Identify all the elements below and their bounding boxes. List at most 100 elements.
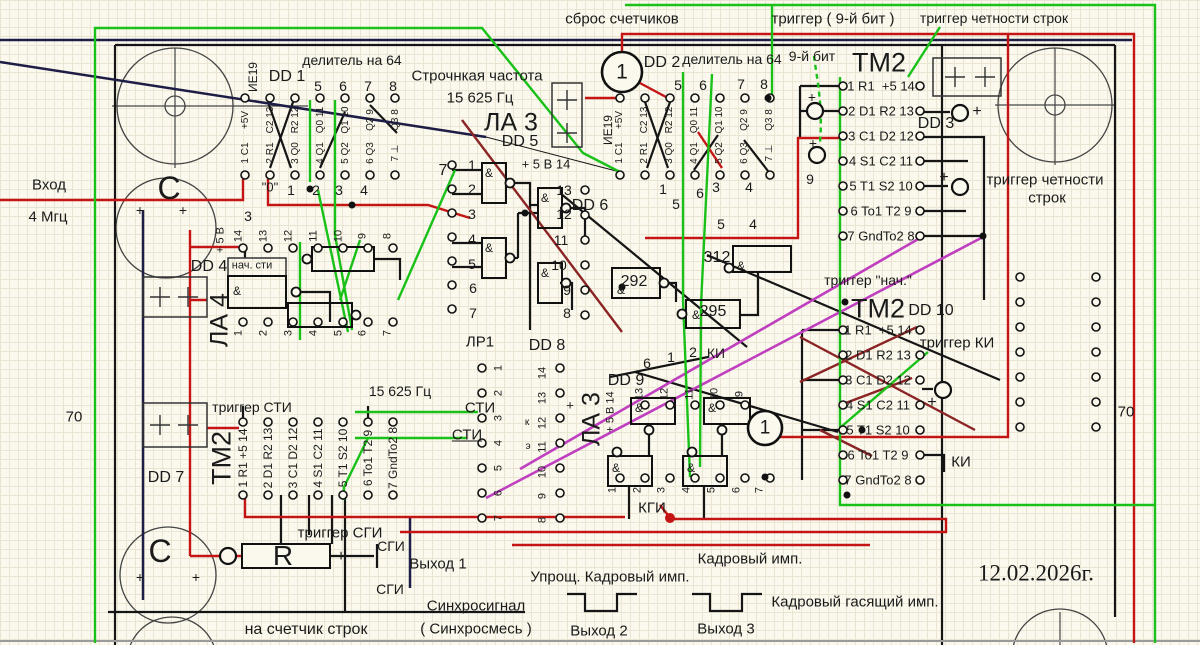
pin-number: 12 (556, 206, 572, 222)
la3-dd5-label: ЛА 3 (484, 108, 538, 137)
plus-mark: + (808, 135, 818, 151)
pin-label: 6 Q3 (365, 142, 376, 164)
pin-number: 9 (536, 492, 549, 500)
pin-number: 11 (553, 232, 569, 248)
la4-left-label: ЛА 4 (205, 293, 234, 347)
pin-number: 5 (314, 78, 322, 94)
pin-label: Q0 11 (315, 106, 326, 134)
pin-number: 2 (468, 181, 476, 197)
gate-and-symbol: & (634, 401, 644, 415)
gate-and-symbol: & (540, 266, 550, 280)
plus-mark: + (566, 397, 574, 413)
e-label: э (525, 441, 531, 452)
dd10-label: DD 10 (908, 302, 954, 319)
divider-64-left-label: делитель на 64 (302, 52, 402, 68)
pin-label: 2 D1 R2 13 (848, 103, 914, 119)
plus-mark: + (807, 89, 817, 105)
pin-number: 6 (696, 185, 704, 201)
nach-sti-label: нач. сти (231, 259, 273, 272)
tm2-top-label: ТМ2 (852, 47, 906, 78)
pin-number: 5 (672, 196, 680, 212)
bit9-label: 9-й бит (788, 48, 836, 64)
plus-mark: + (191, 569, 201, 585)
pin-number: 6 (699, 77, 707, 93)
to-line-counter-label: на счетчик строк (244, 621, 368, 638)
pin-label: Q2 9 (739, 109, 750, 131)
parity-right-label-2: строк (1028, 189, 1066, 207)
gate-and-symbol: & (611, 461, 621, 475)
resistor-label: R (272, 540, 294, 571)
output-3-label: Выход 3 (697, 620, 755, 638)
pin-number: 2 (312, 182, 320, 198)
pin-label: 3 Q0 (664, 142, 675, 164)
plus5v-dd4-label: + 5 В (214, 227, 227, 253)
pin-number: 7 (438, 162, 448, 179)
tm2-right-label: ТМ2 (851, 293, 905, 324)
pin-label: 1 C1 (240, 142, 251, 164)
pin-number: 3 (655, 486, 668, 494)
pin-number: 11 (307, 230, 320, 242)
plus-mark: + (135, 569, 145, 585)
pin-label: 5 T1 S2 10 (849, 178, 913, 194)
pin-label: 7 GndTo2 8 (386, 426, 400, 490)
date-label: 12.02.2026г. (977, 560, 1095, 586)
gate-and-symbol: & (686, 461, 696, 475)
pin-number: 4 (468, 231, 476, 247)
pin-label: 3 Q0 (290, 142, 301, 164)
pin-number: 2 (631, 486, 644, 494)
dd9-label: DD 9 (607, 372, 645, 389)
left-70-label: 70 (65, 408, 83, 426)
pin-number: 8 (563, 305, 571, 321)
pin-number: 10 (332, 229, 345, 243)
pin-label: 1 R1 +5 14 (847, 78, 915, 94)
pin-number: 11 (683, 388, 696, 400)
pin-number: 5 (717, 216, 725, 232)
sync-mix-label: ( Синхросмесь ) (420, 620, 532, 638)
trigger-line-parity-top-label: триггер четности строк (919, 10, 1069, 26)
pin-number: 11 (536, 441, 549, 453)
pin-label: C2 13 (639, 106, 650, 134)
pin-number: 13 (556, 182, 572, 198)
pin-number: 10 (708, 387, 721, 401)
pin-label: Q1 10 (714, 106, 725, 134)
cap-top-label: C (157, 170, 181, 206)
trigger-9bit-label: триггер ( 9-й бит ) (771, 10, 895, 28)
parity-right-label-1: триггер четности (986, 171, 1104, 189)
pin-label: 4 Q1 (689, 142, 700, 164)
junction-circle-1-mid: 1 (759, 417, 771, 439)
sgi-label-b: СГИ (376, 581, 404, 597)
pin-number: 10 (551, 257, 567, 273)
gate-and-symbol: & (484, 241, 494, 255)
tm2-bottom-left-label: ТМ2 (206, 431, 237, 485)
pin-label: 3 C1 D2 12 (845, 372, 911, 388)
lr1-label: ЛР1 (465, 333, 495, 351)
pin-number: 4 (680, 486, 693, 494)
pin-label: 3 C1 D2 12 (848, 128, 914, 144)
cap-bottom-label: C (148, 533, 172, 569)
pin-number: 5 (492, 464, 505, 472)
pin-label: Q2 9 (365, 109, 376, 131)
pin-label: 2 D1 R2 13 (845, 347, 911, 363)
reset-counters-label: сброс счетчиков (565, 10, 679, 28)
pin-number: 8 (536, 516, 549, 524)
pin-number: 2 (689, 344, 697, 360)
sgi-label-a: СГИ (377, 538, 405, 554)
pin-label: 6 To1 T2 9 (847, 447, 909, 463)
gate-and-symbol: & (616, 283, 626, 297)
ki-right-label: КИ (951, 453, 971, 471)
pin-number: 5 (468, 256, 476, 272)
pin-label: 2 D1 R2 13 (261, 427, 275, 489)
pin-number: 4 (749, 216, 757, 232)
pin-number: 9 (356, 232, 369, 240)
dd5-label: DD 5 (501, 133, 539, 150)
dd8-label: DD 8 (528, 337, 566, 354)
pin-label: 7 GndTo2 8 (844, 472, 912, 488)
pin-number: 3 (244, 208, 252, 224)
pin-number: 1 (659, 181, 667, 197)
pin-number: 2 (492, 389, 505, 397)
plus-mark: + (178, 202, 188, 218)
trigger-ki-label: триггер КИ (919, 334, 995, 352)
gate-and-symbol: & (232, 284, 242, 298)
